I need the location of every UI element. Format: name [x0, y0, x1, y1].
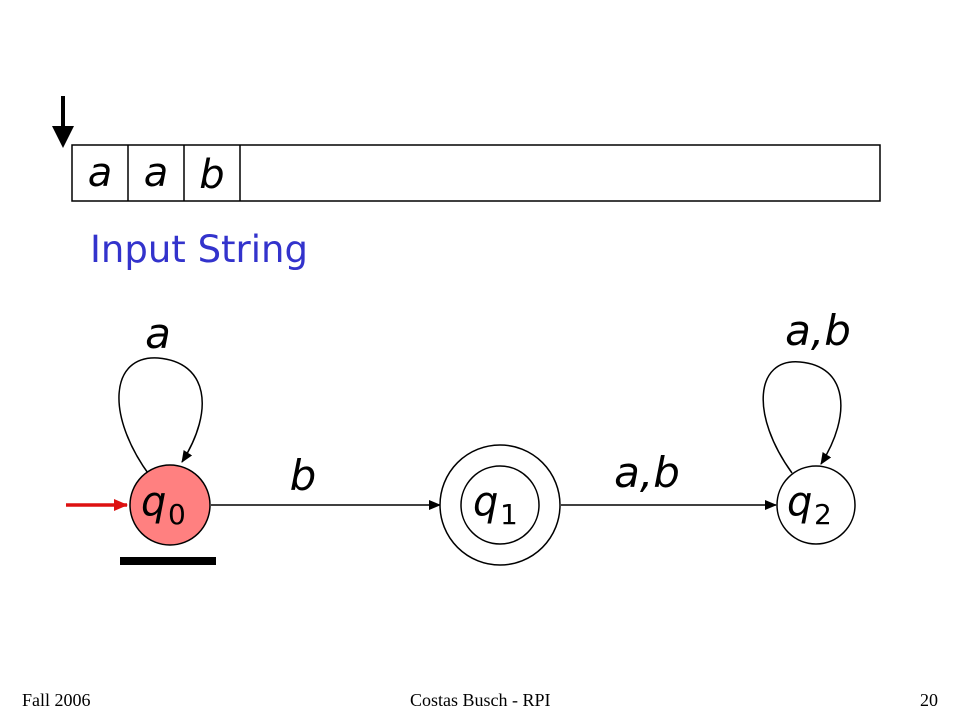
transition-q0-q0: a: [118, 309, 203, 477]
transition-q2-q2: a,b: [762, 306, 851, 474]
footer-page-number: 20: [920, 690, 938, 710]
footer-author: Costas Busch - RPI: [410, 690, 551, 710]
tape-cell-3: b: [199, 152, 224, 198]
tape-head-arrow: [52, 96, 74, 148]
state-q0-name: q: [141, 479, 166, 525]
transition-label-q0-q1: b: [290, 451, 317, 500]
input-tape: a a b: [71, 144, 881, 202]
tape-cell-2: a: [144, 150, 169, 196]
state-q0-subscript: 0: [168, 498, 186, 531]
state-q2: q 2: [776, 465, 856, 545]
transition-label-q0-q0: a: [145, 309, 171, 358]
footer-date: Fall 2006: [22, 690, 91, 710]
state-q2-name: q: [787, 479, 812, 525]
current-state-marker: [120, 557, 216, 565]
transition-q0-q1: b: [211, 451, 441, 510]
transition-label-q1-q2: a,b: [614, 448, 680, 497]
state-q2-subscript: 2: [814, 498, 832, 531]
state-q1-name: q: [473, 479, 498, 525]
transition-label-q2-q2: a,b: [785, 306, 851, 355]
state-q1: q 1: [439, 444, 561, 566]
transition-q1-q2: a,b: [561, 448, 777, 510]
state-q0: q 0: [129, 464, 211, 546]
state-q1-subscript: 1: [500, 498, 518, 531]
input-string-label: Input String: [90, 228, 308, 271]
tape-cell-1: a: [88, 150, 113, 196]
